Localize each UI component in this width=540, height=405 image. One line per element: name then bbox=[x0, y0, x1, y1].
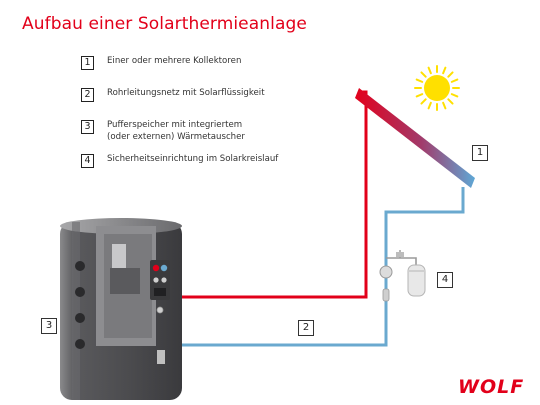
callout-collector: 1 bbox=[472, 145, 488, 161]
page-title: Aufbau einer Solarthermieanlage bbox=[22, 14, 307, 34]
sun-ray bbox=[420, 71, 427, 78]
legend-line: Pufferspeicher mit integriertem bbox=[107, 120, 243, 130]
callout-tank: 3 bbox=[41, 318, 57, 334]
legend-item-2: 2 Rohrleitungsnetz mit Solarflüssigkeit bbox=[81, 88, 265, 102]
sun-ray bbox=[447, 71, 454, 78]
cold-pipe bbox=[162, 187, 465, 347]
pump-icon bbox=[379, 265, 393, 302]
sun-ray bbox=[415, 78, 424, 83]
sun-ray bbox=[447, 98, 454, 105]
expansion-vessel-icon bbox=[396, 250, 426, 297]
legend-number-4: 4 bbox=[81, 154, 94, 168]
legend-line: Sicherheitseinrichtung im Solarkreislauf bbox=[107, 154, 279, 164]
callout-safety: 4 bbox=[437, 272, 453, 288]
legend-text-2: Rohrleitungsnetz mit Solarflüssigkeit bbox=[107, 88, 265, 100]
legend-text-3: Pufferspeicher mit integriertem (oder ex… bbox=[107, 120, 245, 143]
sun-ray bbox=[442, 101, 447, 110]
legend-text-1: Einer oder mehrere Kollektoren bbox=[107, 56, 241, 68]
legend-number-1: 1 bbox=[81, 56, 94, 70]
sun-ray bbox=[420, 98, 427, 105]
hot-pipe bbox=[170, 90, 368, 299]
sun-ray bbox=[450, 78, 459, 83]
callout-pipes: 2 bbox=[298, 320, 314, 336]
sun-ray bbox=[427, 101, 432, 110]
solar-collector-icon bbox=[355, 88, 475, 188]
legend-item-3: 3 Pufferspeicher mit integriertem (oder … bbox=[81, 120, 245, 143]
legend-line: Einer oder mehrere Kollektoren bbox=[107, 56, 242, 66]
legend-line: (oder externen) Wärmetauscher bbox=[107, 131, 245, 142]
wolf-logo: WOLF bbox=[458, 376, 525, 398]
legend-number-3: 3 bbox=[81, 120, 94, 134]
sun-icon bbox=[414, 65, 460, 111]
sun-ray bbox=[415, 93, 424, 98]
sun-ray bbox=[427, 66, 432, 75]
legend-text-4: Sicherheitseinrichtung im Solarkreislauf bbox=[107, 154, 278, 166]
legend-line: Rohrleitungsnetz mit Solarflüssigkeit bbox=[107, 88, 265, 98]
legend-item-4: 4 Sicherheitseinrichtung im Solarkreisla… bbox=[81, 154, 278, 168]
sun-ray bbox=[450, 93, 459, 98]
safety-connection-pipe bbox=[386, 257, 417, 265]
legend-item-1: 1 Einer oder mehrere Kollektoren bbox=[81, 56, 241, 70]
legend-number-2: 2 bbox=[81, 88, 94, 102]
buffer-tank-icon bbox=[60, 218, 182, 400]
sun-ray bbox=[442, 66, 447, 75]
